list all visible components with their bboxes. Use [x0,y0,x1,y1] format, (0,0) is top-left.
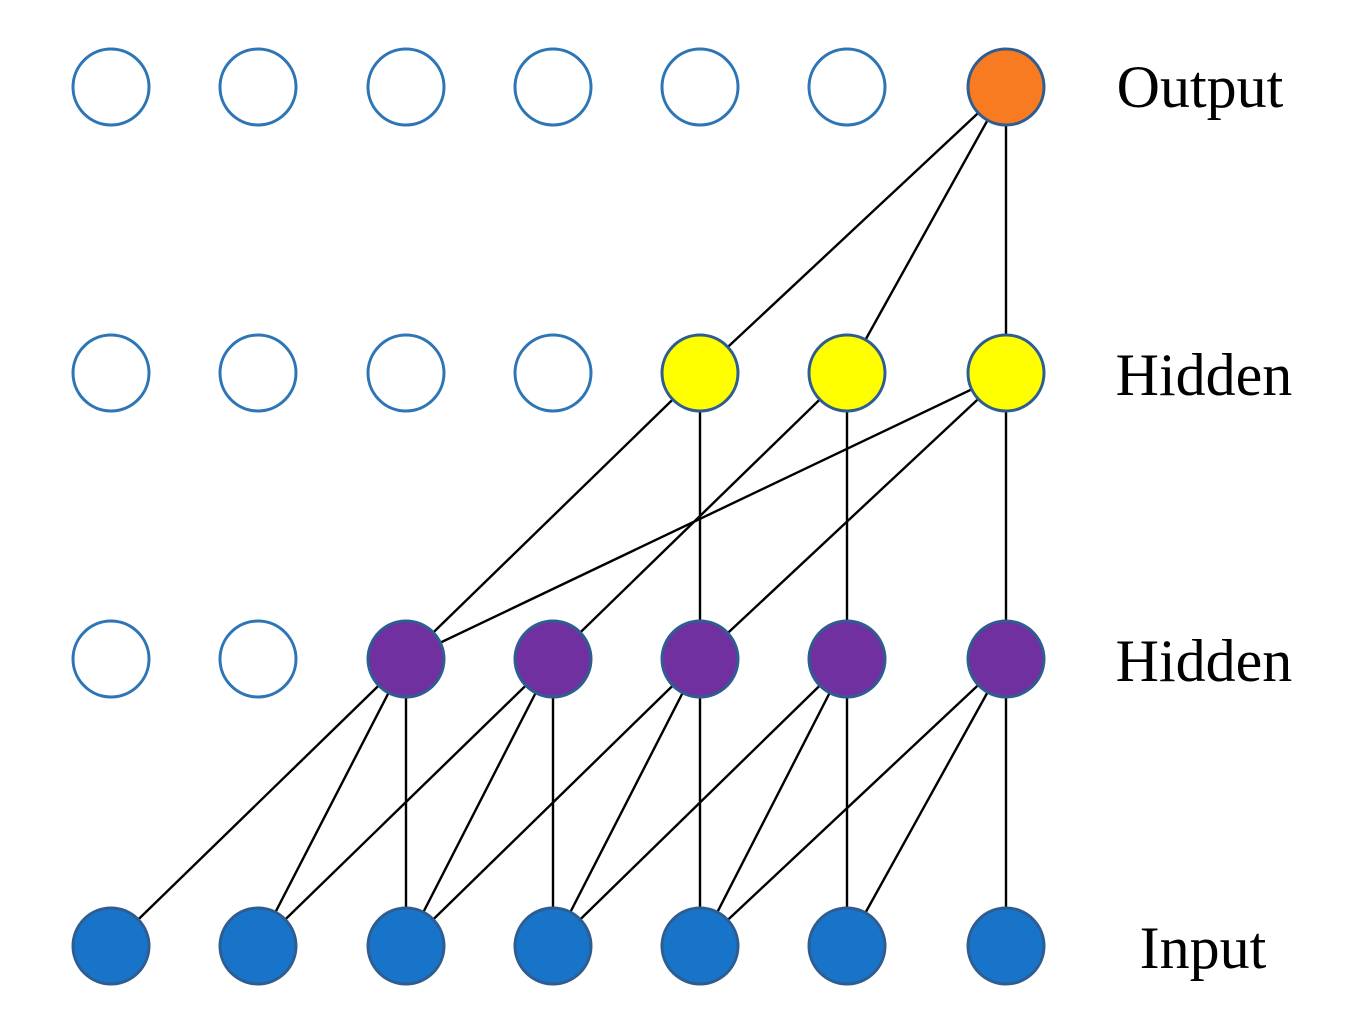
edge-input-3-to-hidden1-5 [552,658,848,947]
hidden2-node-0-inactive [71,333,151,413]
input-node-2-active [366,906,446,986]
hidden2-node-1-inactive [218,333,298,413]
hidden1-node-5-active [807,619,887,699]
hidden1-node-2-active [366,619,446,699]
output-node-2-inactive [366,47,446,127]
connection-edges [110,86,1008,947]
layer-label-input: Input [1140,915,1267,981]
layer-label-output: Output [1117,54,1284,120]
hidden1-node-4-active [660,619,740,699]
layer-label-hidden-2: Hidden [1116,342,1293,408]
edge-input-0-to-hidden1-2 [110,658,407,947]
hidden1-node-3-active [513,619,593,699]
edge-input-4-to-hidden1-6 [699,658,1007,947]
input-node-0-active [71,906,151,986]
hidden2-node-3-inactive [513,333,593,413]
hidden2-node-4-active [660,333,740,413]
edge-input-2-to-hidden1-4 [405,658,701,947]
output-node-4-inactive [660,47,740,127]
output-node-3-inactive [513,47,593,127]
hidden2-node-2-inactive [366,333,446,413]
edge-hidden1-2-to-hidden2-4 [405,372,701,660]
layer-label-hidden-1: Hidden [1116,628,1293,694]
edge-hidden1-3-to-hidden2-5 [552,372,848,660]
edge-hidden1-2-to-hidden2-6 [405,371,1007,661]
edge-hidden2-4-to-output-6 [699,86,1007,374]
edge-input-1-to-hidden1-2 [256,658,408,947]
network-nodes [71,47,1046,986]
input-node-6-active [966,906,1046,986]
edge-hidden1-4-to-hidden2-6 [699,372,1007,660]
edge-input-1-to-hidden1-3 [257,658,554,947]
edge-input-3-to-hidden1-4 [551,658,702,947]
input-node-1-active [218,906,298,986]
edge-input-5-to-hidden1-6 [845,658,1008,947]
output-node-0-inactive [71,47,151,127]
input-node-4-active [660,906,740,986]
output-node-1-inactive [218,47,298,127]
hidden1-node-6-active [966,619,1046,699]
hidden1-node-1-inactive [218,619,298,699]
edge-hidden2-5-to-output-6 [845,86,1008,374]
output-node-5-inactive [807,47,887,127]
hidden2-node-5-active [807,333,887,413]
output-node-6-active [966,47,1046,127]
edge-input-2-to-hidden1-3 [404,658,555,947]
hidden1-node-0-inactive [71,619,151,699]
hidden2-node-6-active [966,333,1046,413]
input-node-3-active [513,906,593,986]
input-node-5-active [807,906,887,986]
edge-input-4-to-hidden1-5 [698,658,849,947]
